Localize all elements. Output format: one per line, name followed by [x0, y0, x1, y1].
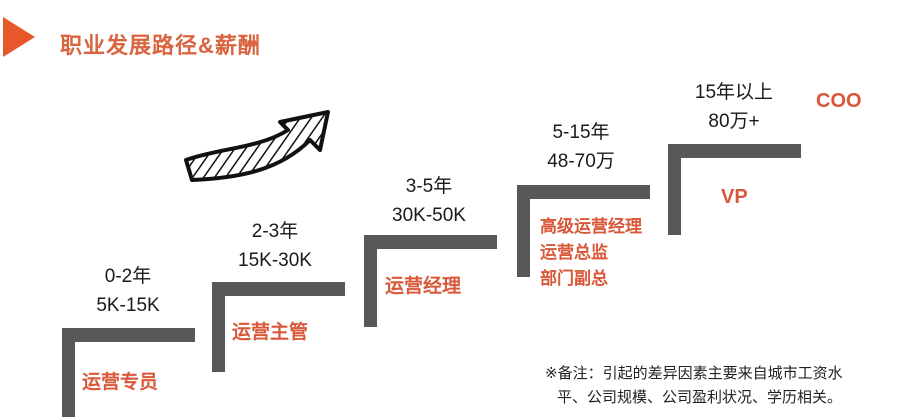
footnote-line-1: ※备注：引起的差异因素主要来自城市工资水 — [545, 365, 843, 382]
step-bar-horizontal — [517, 185, 650, 199]
step-bar-horizontal — [212, 282, 345, 296]
step-3-salary: 30K-50K — [392, 205, 466, 226]
step-5-info: 15年以上 80万+ — [664, 78, 804, 136]
step-1-role: 运营专员 — [82, 372, 159, 393]
step-4-info: 5-15年 48-70万 — [511, 118, 651, 176]
step-2-years: 2-3年 — [251, 221, 299, 242]
step-bar-vertical — [62, 328, 75, 417]
step-bar-vertical — [212, 282, 225, 372]
step-bar-vertical — [364, 235, 377, 327]
title-marker-icon — [3, 17, 35, 57]
step-bar-horizontal — [62, 328, 195, 342]
step-bar-vertical — [668, 144, 681, 235]
step-bar-horizontal — [364, 235, 497, 249]
footnote: ※备注：引起的差异因素主要来自城市工资水 平、公司规模、公司盈利状况、学历相关。 — [545, 362, 895, 410]
step-1-salary: 5K-15K — [96, 295, 160, 316]
step-4-salary: 48-70万 — [547, 151, 615, 172]
step-1-years: 0-2年 — [104, 266, 152, 287]
step-2-role: 运营主管 — [232, 322, 309, 343]
step-5-salary: 80万+ — [708, 111, 760, 132]
page-title: 职业发展路径&薪酬 — [60, 33, 261, 58]
step-3-years: 3-5年 — [405, 176, 453, 197]
step-3-role: 运营经理 — [385, 276, 462, 297]
footnote-line-2: 平、公司规模、公司盈利状况、学历相关。 — [557, 389, 843, 406]
step-bar-vertical — [517, 185, 530, 277]
growth-arrow-icon — [184, 110, 330, 182]
step-2-info: 2-3年 15K-30K — [205, 217, 345, 275]
step-5-role: VP — [721, 186, 748, 208]
step-2-salary: 15K-30K — [238, 250, 312, 271]
step-4-years: 5-15年 — [552, 122, 610, 143]
step-1-info: 0-2年 5K-15K — [58, 262, 198, 320]
step-5-years: 15年以上 — [694, 82, 774, 103]
step-3-info: 3-5年 30K-50K — [359, 172, 499, 230]
step-4-roles: 高级运营经理 运营总监 部门副总 — [540, 217, 642, 288]
step-bar-horizontal — [668, 144, 801, 158]
top-role-coo: COO — [816, 90, 862, 112]
